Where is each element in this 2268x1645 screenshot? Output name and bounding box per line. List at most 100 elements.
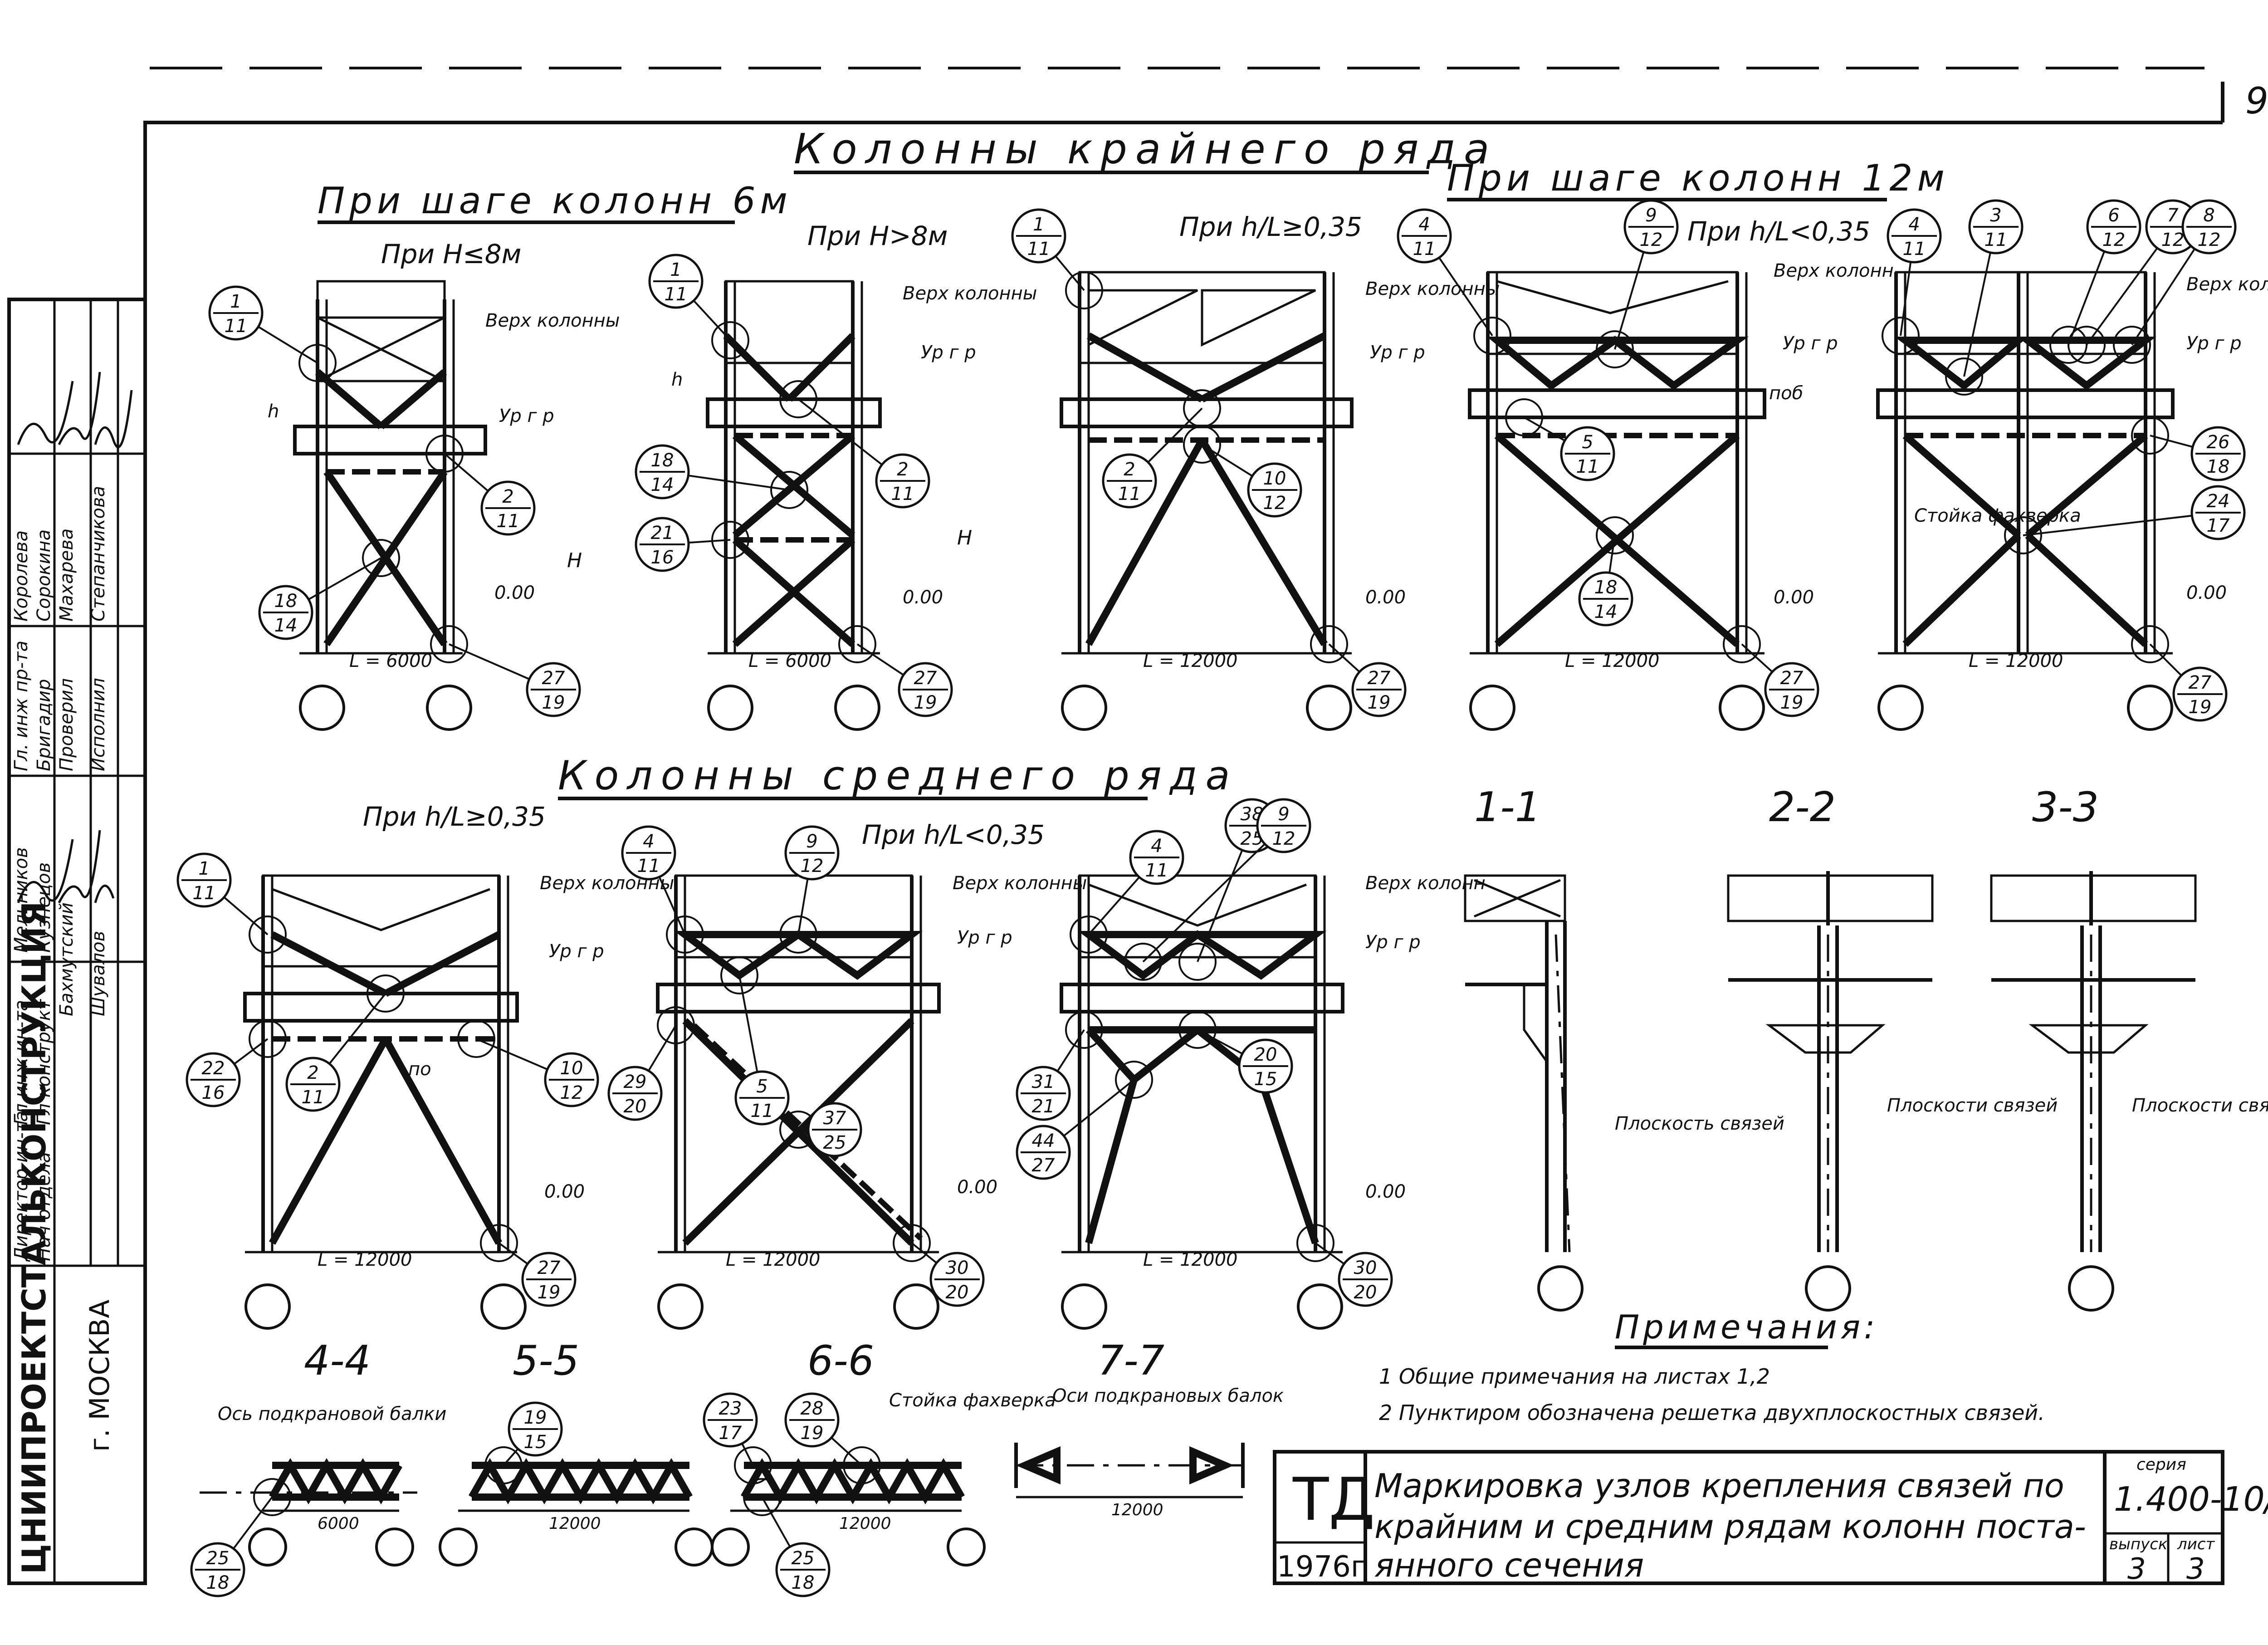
f6-crane-level: Ур г р xyxy=(549,941,604,962)
sec-3-3-planes: Плоскости связей xyxy=(2132,1095,2268,1116)
node-mark-bottom: 20 xyxy=(946,1282,969,1303)
org-name: ЦНИИПРОЕКТСТАЛЬКОНСТРУКЦИЯ xyxy=(15,901,53,1574)
notes-heading: Примечания: xyxy=(1615,1308,1878,1346)
f5-stoyka: Стойка фахверка xyxy=(1914,505,2081,526)
node-mark: 211 xyxy=(1102,389,1221,509)
node-mark-bottom: 11 xyxy=(665,284,688,305)
node-mark-top: 1 xyxy=(198,858,210,879)
f6-span: L = 12000 xyxy=(318,1249,412,1270)
node-mark-bottom: 11 xyxy=(225,316,248,337)
node-mark-top: 4 xyxy=(1908,214,1920,235)
node-mark-top: 20 xyxy=(1254,1044,1277,1065)
node-mark-top: 9 xyxy=(1645,205,1657,226)
node-mark: 111 xyxy=(208,285,337,382)
title-step-6m: При шаге колонн 6м xyxy=(318,180,792,222)
name-1: Мельников xyxy=(11,847,32,953)
role-6: Бригадир xyxy=(34,679,54,771)
node-mark-top: 27 xyxy=(542,668,565,689)
cond-hl-lt-2: При h/L<0,35 xyxy=(862,819,1045,850)
node-mark-bottom: 15 xyxy=(1254,1069,1277,1090)
frame-edge-12m-fakhverk xyxy=(1876,271,2175,655)
node-mark-bottom: 14 xyxy=(274,615,298,636)
node-mark-bottom: 11 xyxy=(1145,860,1168,881)
title-edge-columns: Колонны крайнего ряда xyxy=(794,125,1497,173)
frame-edge-6m-h-gt-8 xyxy=(706,280,882,655)
sec-2-2-title: 2-2 xyxy=(1769,783,1836,831)
node-mark-top: 19 xyxy=(524,1407,547,1428)
node-mark-top: 2 xyxy=(1124,459,1135,480)
sec-1-1-plane: Плоскость связей xyxy=(1615,1113,1784,1134)
node-mark-top: 24 xyxy=(2207,491,2230,512)
plan-7-7-axes: Оси подкрановых балок xyxy=(1052,1386,1284,1406)
stamp-list-label: лист xyxy=(2177,1535,2215,1553)
node-mark-top: 6 xyxy=(2108,205,2119,226)
title-stamp xyxy=(1273,1450,2224,1585)
f2-zero: 0.00 xyxy=(903,587,943,608)
node-mark: 912 xyxy=(1124,798,1311,981)
stamp-vypusk: 3 xyxy=(2127,1552,2146,1586)
node-mark-bottom: 12 xyxy=(1272,828,1295,849)
node-mark-bottom: 12 xyxy=(560,1082,583,1103)
f8-crane-level: Ур г р xyxy=(1365,932,1421,953)
node-mark-bottom: 11 xyxy=(891,484,914,504)
node-mark-top: 30 xyxy=(1354,1258,1377,1278)
node-mark-top: 2 xyxy=(897,459,908,480)
f7-zero: 0.00 xyxy=(957,1177,997,1198)
f4-top-level: Верх колонн xyxy=(1774,260,1894,281)
note-2: 2 Пунктиром обозначена решетка двухплоск… xyxy=(1379,1400,2045,1425)
stamp-seria-label: серия xyxy=(2136,1455,2186,1474)
node-mark-bottom: 19 xyxy=(542,692,565,713)
section-1-1 xyxy=(1464,874,1571,1253)
section-2-2 xyxy=(1727,871,1934,1252)
stamp-desc-3: янного сечения xyxy=(1374,1546,1644,1584)
plan-4-4-axis: Ось подкрановой балки xyxy=(218,1404,446,1425)
frame-middle-portal xyxy=(1060,874,1344,1253)
plan-7-7 xyxy=(1014,1443,1245,1498)
node-mark: 912 xyxy=(779,825,840,954)
name-3: Бахмутский xyxy=(56,902,77,1016)
f3-top-level: Верх колонны xyxy=(1365,279,1500,299)
section-3-3 xyxy=(1990,871,2197,1252)
node-mark: 111 xyxy=(176,852,287,954)
stamp-year: 1976г xyxy=(1277,1550,1366,1584)
plan-4-4-title: 4-4 xyxy=(304,1337,371,1385)
f4-span: L = 12000 xyxy=(1565,651,1659,671)
f7-top-level: Верх колонны xyxy=(953,873,1087,894)
node-mark-top: 10 xyxy=(560,1058,583,1079)
plan-6-6-title: 6-6 xyxy=(807,1337,874,1385)
node-mark-top: 5 xyxy=(756,1076,767,1097)
plan-6-6-stoyka: Стойка фахверка xyxy=(889,1390,1056,1411)
stamp-seria: 1.400-10/76 xyxy=(2114,1480,2268,1519)
node-mark: 812 xyxy=(2113,199,2237,364)
node-mark: 411 xyxy=(1397,208,1511,355)
node-mark-top: 23 xyxy=(719,1398,742,1419)
role-8: Исполнил xyxy=(88,678,109,771)
title-middle-columns: Колонны среднего ряда xyxy=(558,752,1238,799)
f1-span: L = 6000 xyxy=(349,651,432,671)
node-mark-top: 27 xyxy=(1368,668,1391,689)
f2-span: L = 6000 xyxy=(748,651,831,671)
node-mark-top: 4 xyxy=(1151,836,1162,857)
node-mark-bottom: 18 xyxy=(206,1572,230,1593)
node-mark-bottom: 12 xyxy=(801,856,824,876)
node-mark-top: 21 xyxy=(651,523,674,543)
node-mark-top: 18 xyxy=(274,591,298,612)
node-mark-top: 4 xyxy=(643,831,654,852)
f1-H: H xyxy=(567,549,582,572)
node-mark-top: 8 xyxy=(2203,205,2214,226)
node-mark-bottom: 11 xyxy=(1118,484,1141,504)
node-mark-bottom: 11 xyxy=(193,883,216,904)
node-mark-top: 3 xyxy=(1990,205,2001,226)
plan-4-4-dim: 6000 xyxy=(318,1514,359,1533)
stamp-desc-2: крайним и средним рядам колонн поста- xyxy=(1374,1508,2086,1546)
